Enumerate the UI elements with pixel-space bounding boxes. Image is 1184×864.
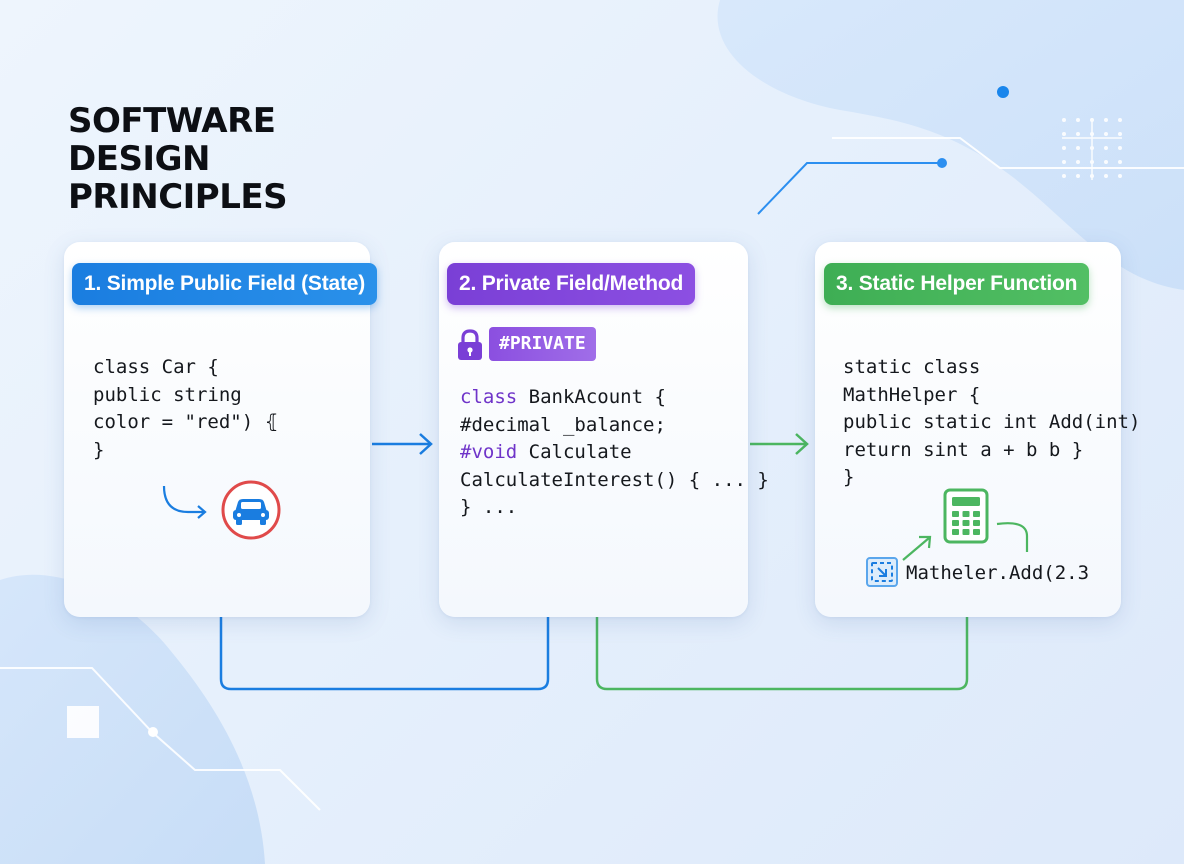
lock-icon (458, 329, 482, 360)
code-line: color = "red") ⦃ (93, 411, 279, 434)
car-icon (221, 480, 281, 540)
diagonal-arrow-icon (902, 535, 932, 561)
connector-curve-icon (996, 522, 1029, 552)
code-keyword: #void (460, 441, 518, 464)
bottom-left-lines (0, 667, 321, 811)
code-line: CalculateInterest() { ... } (460, 468, 769, 491)
page-title: SOFTWARE DESIGN PRINCIPLES (68, 101, 288, 217)
card-label: 1. Simple Public Field (State) (72, 263, 378, 305)
function-call-text: Matheler.Add(2.3 (906, 562, 1090, 584)
code-block: class BankAcount {#decimal _balance;#voi… (460, 384, 769, 522)
circuit-lines (757, 86, 1184, 215)
card-private-field: 2. Private Field/Method #PRIVATE class B… (439, 242, 769, 617)
calculator-icon (943, 488, 989, 544)
code-line: static class (843, 356, 981, 378)
code-line-rest: Calculate (517, 441, 632, 464)
code-line: public string (93, 383, 242, 406)
connector-lines (219, 617, 969, 691)
code-line: } (93, 438, 105, 461)
card-label: 3. Static Helper Function (824, 263, 1090, 305)
code-line: } (843, 466, 855, 489)
code-line: return sint a + b b } (843, 438, 1084, 461)
code-line: #decimal _balance; (460, 413, 666, 436)
code-line: } ... (460, 496, 518, 519)
card-public-field: 1. Simple Public Field (State) class Car… (64, 242, 378, 617)
code-line: class BankAcount { (460, 384, 769, 412)
dot-grid (1062, 118, 1122, 180)
code-line-rest: BankAcount { (517, 386, 666, 408)
code-line: MathHelper { (843, 383, 981, 406)
arrow-card1-to-card2 (372, 433, 433, 455)
card-label: 2. Private Field/Method (447, 263, 696, 305)
function-call-icon (866, 557, 898, 587)
code-line: #void Calculate (460, 439, 769, 467)
private-badge: #PRIVATE (489, 327, 596, 361)
code-line: class Car { (93, 356, 219, 378)
code-keyword: class (460, 386, 518, 408)
code-line: public static int Add(int) (843, 411, 1141, 434)
code-block: class Car { public string color = "red") ⦃… (93, 354, 279, 464)
curved-arrow-icon (162, 485, 207, 519)
